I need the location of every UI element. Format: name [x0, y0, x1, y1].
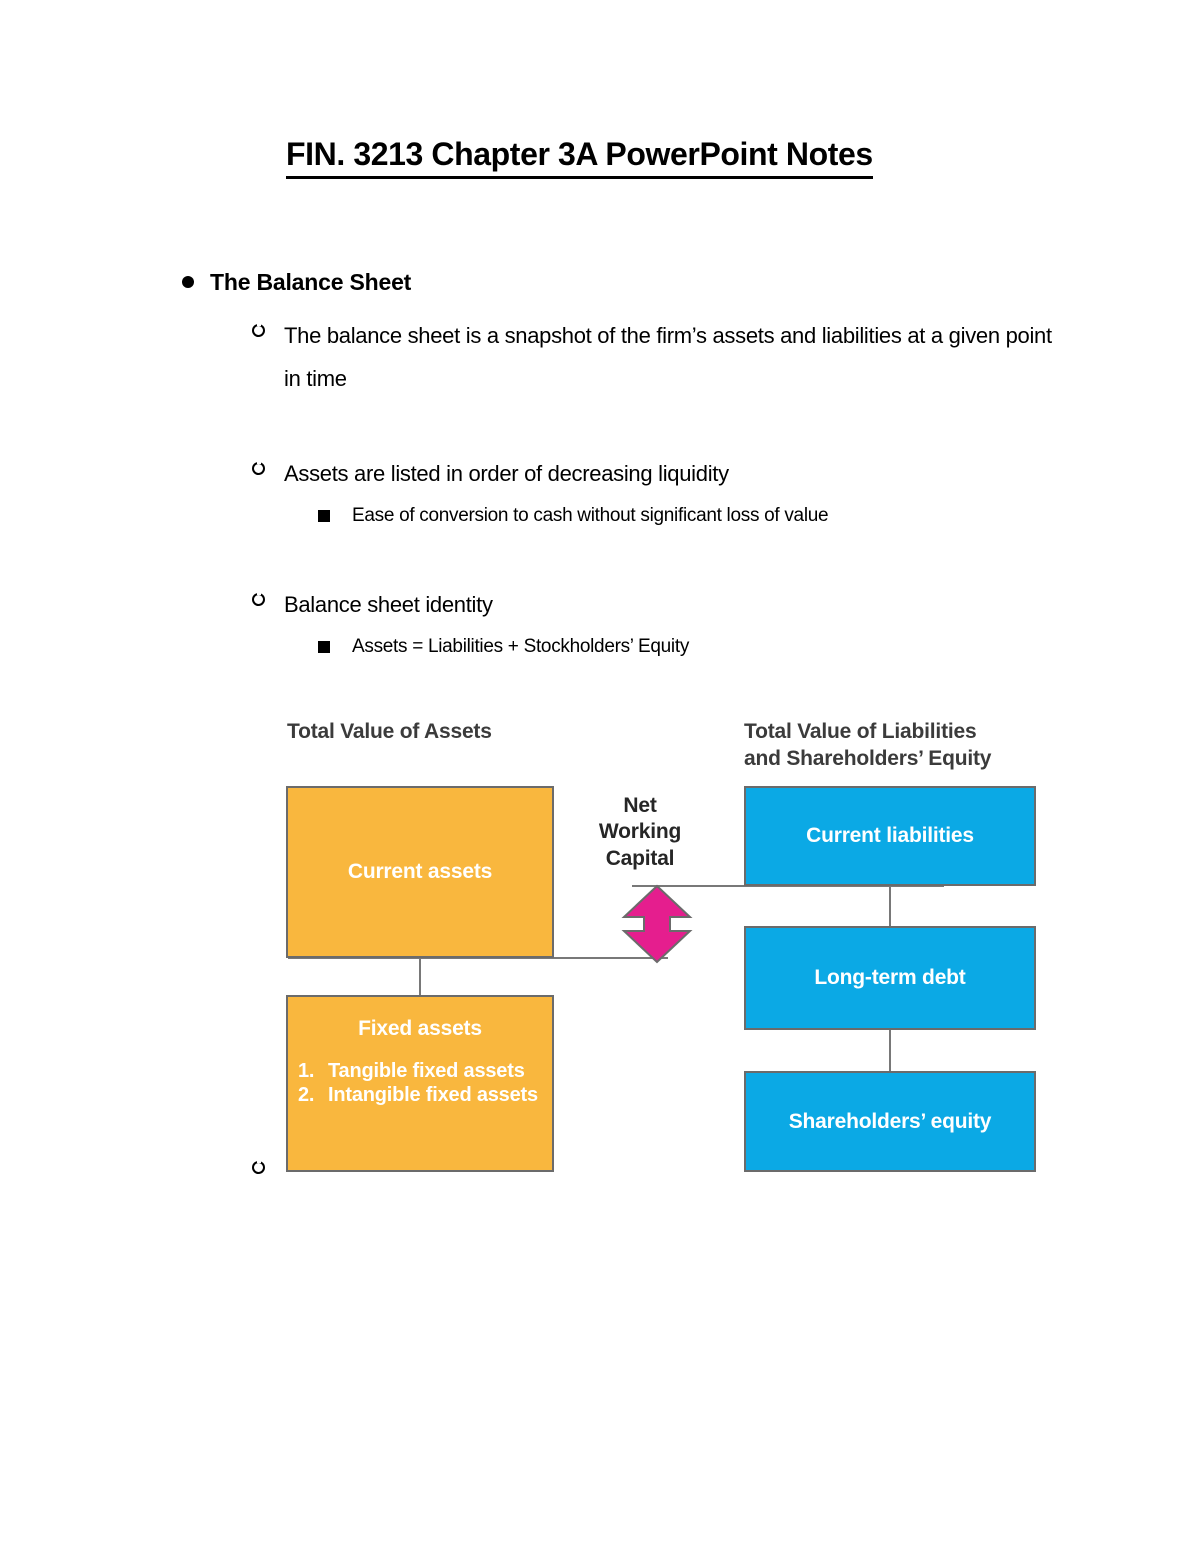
- list-item-level2-empty: [252, 1152, 312, 1174]
- list-item-level3: Assets = Liabilities + Stockholders’ Equ…: [318, 634, 1078, 661]
- bullet-square-icon: [318, 510, 330, 522]
- diagram-heading-liabilities: Total Value of Liabilities and Sharehold…: [744, 719, 1064, 773]
- fixed-assets-item: 2. Intangible fixed assets: [298, 1083, 542, 1107]
- bullet-circle-icon: [252, 461, 265, 475]
- list-item-label: Assets are listed in order of decreasing…: [284, 461, 729, 486]
- list-item-label: Assets = Liabilities + Stockholders’ Equ…: [352, 636, 690, 657]
- bullet-disc-icon: [182, 276, 194, 288]
- list-item-label: The balance sheet is a snapshot of the f…: [284, 323, 1052, 391]
- list-item-level2: Balance sheet identity: [252, 584, 1052, 627]
- box-fixed-assets: Fixed assets 1. Tangible fixed assets 2.…: [286, 995, 554, 1172]
- connector-liabilities-to-debt: [889, 885, 891, 926]
- bullet-circle-icon: [252, 323, 265, 337]
- fixed-assets-item-label: Tangible fixed assets: [328, 1060, 525, 1082]
- page-title: FIN. 3213 Chapter 3A PowerPoint Notes: [286, 136, 873, 179]
- connector-arrow-to-liabilities: [632, 885, 944, 887]
- box-fixed-assets-title: Fixed assets: [358, 1017, 482, 1040]
- box-long-term-debt: Long-term debt: [744, 926, 1036, 1030]
- connector-assets-to-arrow: [288, 957, 668, 959]
- diagram-heading-liabilities-line1: Total Value of Liabilities: [744, 720, 977, 743]
- box-current-assets-label: Current assets: [347, 860, 493, 883]
- fixed-assets-item: 1. Tangible fixed assets: [298, 1059, 542, 1083]
- box-current-assets: Current assets: [286, 786, 554, 958]
- nwc-line3: Capital: [605, 846, 675, 870]
- list-item-label: Balance sheet identity: [284, 592, 493, 617]
- box-current-liabilities: Current liabilities: [744, 786, 1036, 886]
- bullet-circle-icon: [252, 592, 265, 606]
- fixed-assets-item-number: 2.: [298, 1084, 315, 1107]
- net-working-capital-label: Net Working Capital: [566, 793, 714, 872]
- connector-debt-to-equity: [889, 1029, 891, 1071]
- box-shareholders-equity-label: Shareholders’ equity: [788, 1109, 992, 1133]
- nwc-line2: Working: [598, 820, 682, 844]
- fixed-assets-item-number: 1.: [298, 1060, 315, 1082]
- bullet-circle-icon: [252, 1160, 265, 1174]
- nwc-line1: Net: [623, 794, 657, 817]
- list-item-level1: The Balance Sheet: [182, 268, 882, 298]
- list-item-level3: Ease of conversion to cash without signi…: [318, 503, 1078, 530]
- diagram-heading-assets: Total Value of Assets: [287, 720, 492, 743]
- diagram-heading-liabilities-line2: and Shareholders’ Equity: [744, 746, 992, 770]
- box-shareholders-equity: Shareholders’ equity: [744, 1071, 1036, 1172]
- bullet-square-icon: [318, 641, 330, 653]
- box-long-term-debt-label: Long-term debt: [814, 966, 966, 989]
- net-working-capital-arrow-icon: [620, 884, 694, 964]
- list-item-label: The Balance Sheet: [210, 269, 412, 295]
- box-current-liabilities-label: Current liabilities: [806, 824, 974, 847]
- fixed-assets-item-label: Intangible fixed assets: [328, 1084, 538, 1107]
- list-item-level2: Assets are listed in order of decreasing…: [252, 453, 1052, 496]
- list-item-label: Ease of conversion to cash without signi…: [352, 505, 829, 526]
- list-item-level2: The balance sheet is a snapshot of the f…: [252, 315, 1052, 401]
- connector-current-to-fixed-assets: [419, 957, 421, 995]
